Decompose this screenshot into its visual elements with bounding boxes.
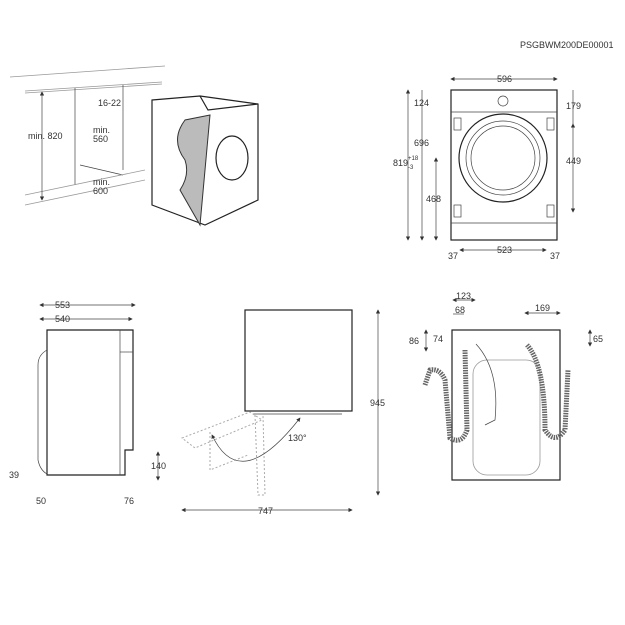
side-foot-left: 50 [36,496,46,506]
back-65: 65 [593,334,603,344]
front-height: 819 [393,158,408,168]
front-right-top: 179 [566,101,581,111]
back-74: 74 [433,334,443,344]
side-foot-right: 76 [124,496,134,506]
door-angle: 130° [288,433,307,443]
width-label-2: 560 [93,134,108,144]
top-depth-open: 945 [370,398,385,408]
product-code: PSGBWM200DE00001 [520,40,614,50]
depth-label-1: min. [93,177,110,187]
front-view: 596 124 179 696 819 +18 -3 449 468 523 3… [393,74,581,261]
side-depth: 540 [55,314,70,324]
front-door-height: 696 [414,138,429,148]
front-hinge: 449 [566,156,581,166]
back-86: 86 [409,336,419,346]
front-center: 468 [426,194,441,204]
height-label: min. 820 [28,131,63,141]
front-foot-right: 37 [550,251,560,261]
depth-label-2: 600 [93,186,108,196]
back-68: 68 [455,305,465,315]
gap-label: 16-22 [98,98,121,108]
front-tol-minus: -3 [408,165,414,171]
front-feet: 523 [497,245,512,255]
installation-view: 16-22 min. 820 min. 560 min. 600 [9,65,259,227]
width-label-1: min. [93,125,110,135]
front-top: 124 [414,98,429,108]
front-foot-left: 37 [448,251,458,261]
back-123: 123 [456,291,471,301]
side-view: 553 540 39 50 140 76 [9,300,166,506]
front-tol-plus: +18 [408,156,419,162]
top-width-open: 747 [258,506,273,516]
top-view: 945 747 130° [180,309,385,516]
side-depth-total: 553 [55,300,70,310]
back-view: 123 68 169 86 74 65 [409,291,603,481]
side-bottom: 39 [9,470,19,480]
front-width: 596 [497,74,512,84]
side-plinth: 140 [151,461,166,471]
back-169: 169 [535,303,550,313]
